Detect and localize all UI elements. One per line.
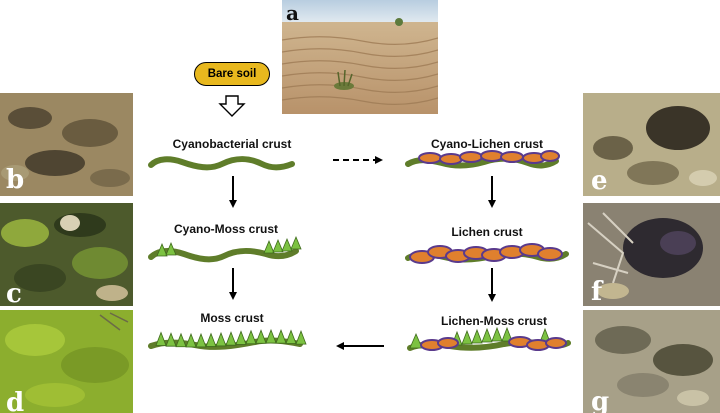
photo-panel-g: g <box>583 310 720 413</box>
moss-triangle <box>185 332 197 348</box>
bare-soil-box: Bare soil <box>194 62 270 86</box>
moss-triangle <box>195 332 207 348</box>
panel-letter-a: a <box>286 1 299 25</box>
moss-triangle <box>205 332 217 347</box>
moss-crust-photo <box>0 310 133 413</box>
panel-letter-d: d <box>6 388 25 413</box>
label-cyano-moss-crust: Cyano-Moss crust <box>173 222 279 236</box>
panel-letter-e: e <box>591 166 608 196</box>
photo-panel-b: b <box>0 93 133 196</box>
moss-triangle <box>165 332 177 347</box>
cyano-moss-crust-photo <box>0 203 133 306</box>
panel-letter-g: g <box>591 387 610 413</box>
cyano-lichen-crust-photo <box>583 93 720 196</box>
label-lichen-moss-crust: Lichen-Moss crust <box>440 314 548 328</box>
moss-crust-band <box>148 328 307 350</box>
photo-panel-a: a <box>282 0 438 114</box>
moss-triangle <box>285 329 297 344</box>
lichen-moss-crust-band <box>407 326 571 351</box>
label-moss-crust: Moss crust <box>200 311 264 325</box>
label-cyano-lichen-crust: Cyano-Lichen crust <box>430 137 544 151</box>
moss-triangle <box>175 332 187 348</box>
sand-dune-photo <box>282 0 438 114</box>
panel-letter-f: f <box>591 277 603 306</box>
label-cyanobacterial-crust: Cyanobacterial crust <box>172 137 292 151</box>
cyano-lichen-crust-band <box>405 150 560 169</box>
moss-triangle <box>155 331 167 346</box>
panel-letter-c: c <box>6 279 22 306</box>
lichen-crust-photo <box>583 203 720 306</box>
moss-triangle <box>245 329 257 345</box>
hollow-down-arrow <box>218 95 246 117</box>
photo-panel-e: e <box>583 93 720 196</box>
moss-triangle <box>275 328 287 344</box>
photo-panel-f: f <box>583 203 720 306</box>
moss-triangle <box>255 329 267 344</box>
moss-triangle <box>215 331 227 347</box>
cyanobacterial-crust-band <box>148 156 295 171</box>
moss-triangle <box>295 330 307 345</box>
cyanobacterial-crust-photo <box>0 93 133 196</box>
lichen-crust-band <box>405 243 569 264</box>
photo-panel-c: c <box>0 203 133 306</box>
lichen-moss-crust-photo <box>583 310 720 413</box>
moss-triangle <box>265 328 277 344</box>
panel-letter-b: b <box>6 165 25 195</box>
moss-triangle <box>225 331 237 346</box>
moss-triangle <box>235 330 247 345</box>
label-lichen-crust: Lichen crust <box>451 225 523 239</box>
cyano-moss-crust-band <box>148 235 302 263</box>
photo-panel-d: d <box>0 310 133 413</box>
